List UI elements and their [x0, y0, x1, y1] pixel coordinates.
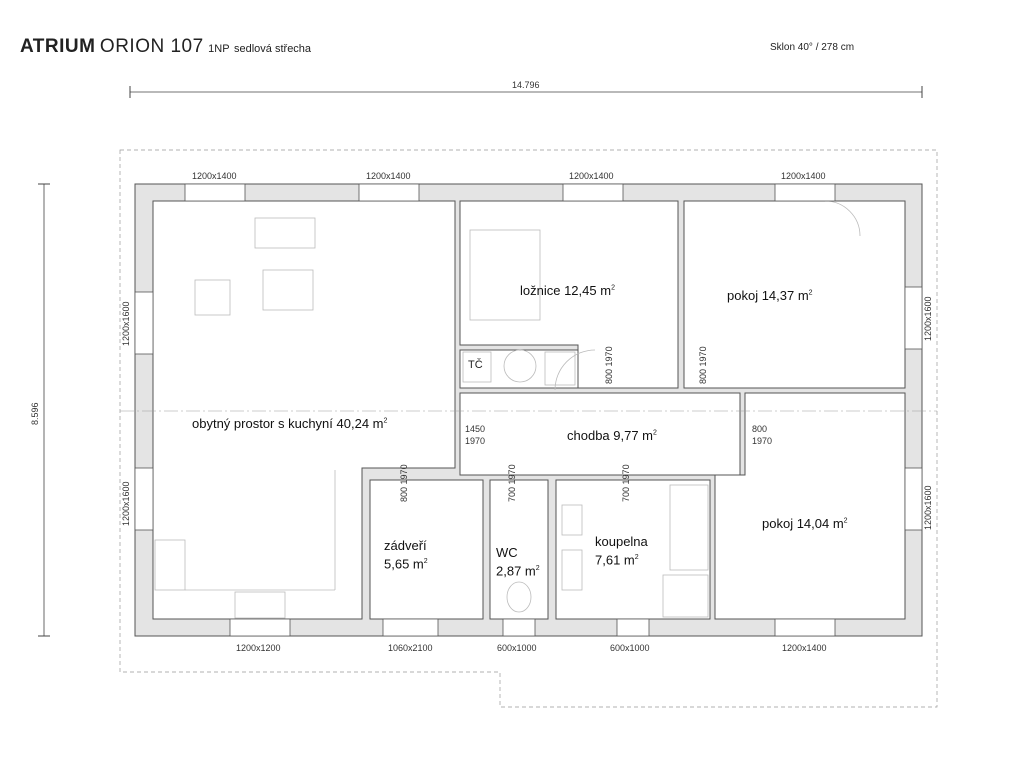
window-label: 1200x1400: [366, 171, 411, 181]
room-entry: [369, 479, 484, 620]
window-label: 1200x1400: [781, 171, 826, 181]
depth-dimension: 8.596: [30, 402, 40, 425]
door-label: 800 1970: [698, 346, 708, 384]
room-label-hall: chodba 9,77 m2: [567, 428, 657, 443]
window-label: 600x1000: [497, 643, 537, 653]
slope-label: Sklon 40° / 278 cm: [770, 42, 855, 53]
room-label-tc: TČ: [468, 359, 483, 371]
floor-label: 1NP: [208, 43, 230, 55]
room-pokoj-2: [714, 392, 906, 620]
room-label-bedroom: ložnice 12,45 m2: [520, 283, 615, 298]
room-label-pokoj-1: pokoj 14,37 m2: [727, 288, 813, 303]
roof-outline: [119, 149, 938, 708]
roof-label: sedlová střecha: [234, 43, 312, 55]
room-label-living: obytný prostor s kuchyní 40,24 m2: [192, 416, 388, 431]
door-label: 700 1970: [507, 464, 517, 502]
room-living: [152, 200, 456, 620]
room-wc: [489, 479, 549, 620]
door-label: 800 1970: [604, 346, 614, 384]
room-bathroom: [555, 479, 711, 620]
room-hall: [459, 392, 741, 476]
window-label: 1200x1400: [569, 171, 614, 181]
width-dimension: 14.796: [512, 80, 540, 90]
window-label: 1200x1600: [121, 301, 131, 346]
window-label: 1200x1600: [923, 296, 933, 341]
brand-name: ATRIUM: [20, 36, 96, 57]
window-label: 1200x1200: [236, 643, 281, 653]
window-label: 1200x1600: [121, 481, 131, 526]
room-pokoj-1: [683, 200, 906, 389]
window-label: 1200x1400: [192, 171, 237, 181]
window-label: 1200x1400: [782, 643, 827, 653]
window-label: 1200x1600: [923, 485, 933, 530]
door-label: 800 1970: [399, 464, 409, 502]
model-name: ORION 107: [99, 36, 204, 57]
window-label: 600x1000: [610, 643, 650, 653]
room-label-pokoj-2: pokoj 14,04 m2: [762, 516, 848, 531]
door-label: 700 1970: [621, 464, 631, 502]
page-title: ATRIUM ORION 107 1NP sedlová střecha: [20, 36, 311, 58]
window-label: 1060x2100: [388, 643, 433, 653]
